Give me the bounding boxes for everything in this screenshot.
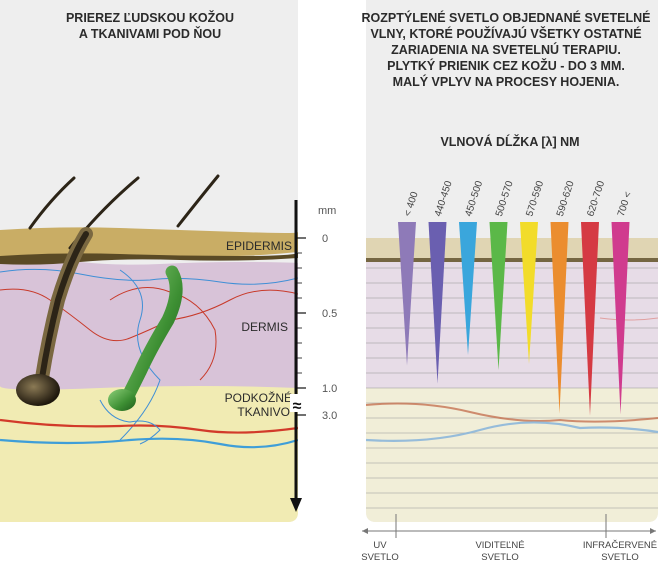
scale-tick-label: 0 [322, 233, 328, 245]
hair-bulb [16, 374, 60, 406]
right-title-line-3: ZARIADENIA NA SVETELNÚ TERAPIU. [391, 42, 621, 57]
light-beam-3 [489, 222, 508, 370]
light-beam-2 [459, 222, 477, 355]
light-beam-4 [520, 222, 538, 364]
label-dermis: DERMIS [241, 320, 288, 334]
capillary-blue [0, 268, 298, 285]
label-subcutis-line-1: PODKOŽNÉ [225, 390, 292, 405]
scale-ticks: 0 0.5 1.0 3.0 [296, 233, 337, 422]
label-subcutis-line-2: TKANIVO [237, 405, 290, 419]
right-subcutis-layer [366, 388, 658, 522]
visible-label-line-1: VIDITEĽNÉ [475, 540, 524, 551]
hair-root [39, 231, 89, 381]
left-panel: PRIEREZ ĽUDSKOU KOŽOU A TKANIVAMI POD ŇO… [0, 0, 298, 522]
right-title-line-4: PLYTKÝ PRIENIK CEZ KOŽU - DO 3 MM. [387, 58, 625, 73]
spectrum-arrow-right [650, 528, 656, 534]
capillary-blue-small [99, 399, 161, 445]
subcutis-layer [0, 385, 298, 522]
scale-unit: mm [318, 205, 336, 217]
wavelength-heading: VLNOVÁ DĹŽKA [λ] NM [440, 134, 579, 149]
dermis-layer [0, 260, 298, 390]
light-beam-0 [398, 222, 416, 366]
light-beams [398, 222, 630, 416]
uv-label-line-1: UV [373, 540, 387, 551]
ir-label-line-1: INFRAČERVENÉ [583, 540, 657, 551]
scale-arrow-head [290, 498, 302, 512]
depth-rule-lines [366, 267, 658, 509]
right-title-line-2: VLNY, KTORÉ POUŽÍVAJÚ VŠETKY OSTATNÉ [370, 26, 641, 41]
vessel-network [0, 268, 298, 449]
vein-line [0, 437, 298, 449]
depth-scale: ≈ mm 0 0.5 1.0 3.0 [290, 200, 337, 512]
ir-label-line-2: SVETLO [601, 552, 639, 563]
right-capillary [599, 317, 658, 321]
capillary-blue-branch [119, 269, 161, 441]
spectrum-axis: UV SVETLO VIDITEĽNÉ SVETLO INFRAČERVENÉ … [361, 514, 657, 563]
spectrum-arrow-left [362, 528, 368, 534]
scale-break-symbol: ≈ [293, 398, 302, 415]
left-title-line-2: A TKANIVAMI POD ŇOU [79, 26, 221, 41]
light-beam-5 [550, 222, 569, 414]
right-title-line-5: MALÝ VPLYV NA PROCESY HOJENIA. [393, 74, 620, 89]
right-epidermis-basal [366, 258, 658, 262]
hair-group [16, 174, 220, 406]
right-panel: ROZPTÝLENÉ SVETLO OBJEDNANÉ SVETELNÉ VLN… [362, 0, 658, 522]
right-artery-line [366, 402, 658, 423]
light-beam-6 [581, 222, 599, 416]
right-vein-line [366, 421, 658, 442]
hair-shaft-3 [176, 174, 220, 228]
left-title-line-1: PRIEREZ ĽUDSKOU KOŽOU [66, 10, 234, 25]
scale-tick-label: 1.0 [322, 383, 337, 395]
scale-tick-label: 0.5 [322, 308, 337, 320]
right-title-line-1: ROZPTÝLENÉ SVETLO OBJEDNANÉ SVETELNÉ [362, 10, 651, 25]
light-beam-1 [428, 222, 447, 384]
scale-tick-label: 3.0 [322, 410, 337, 422]
light-beam-7 [611, 222, 630, 415]
uv-label-line-2: SVETLO [361, 552, 399, 563]
hair-shaft-1 [28, 176, 76, 230]
capillary-red [0, 288, 298, 342]
scale-break-gap [290, 394, 304, 412]
label-epidermis: EPIDERMIS [226, 239, 292, 253]
visible-label-line-2: SVETLO [481, 552, 519, 563]
follicle-bulb-green [108, 389, 136, 411]
